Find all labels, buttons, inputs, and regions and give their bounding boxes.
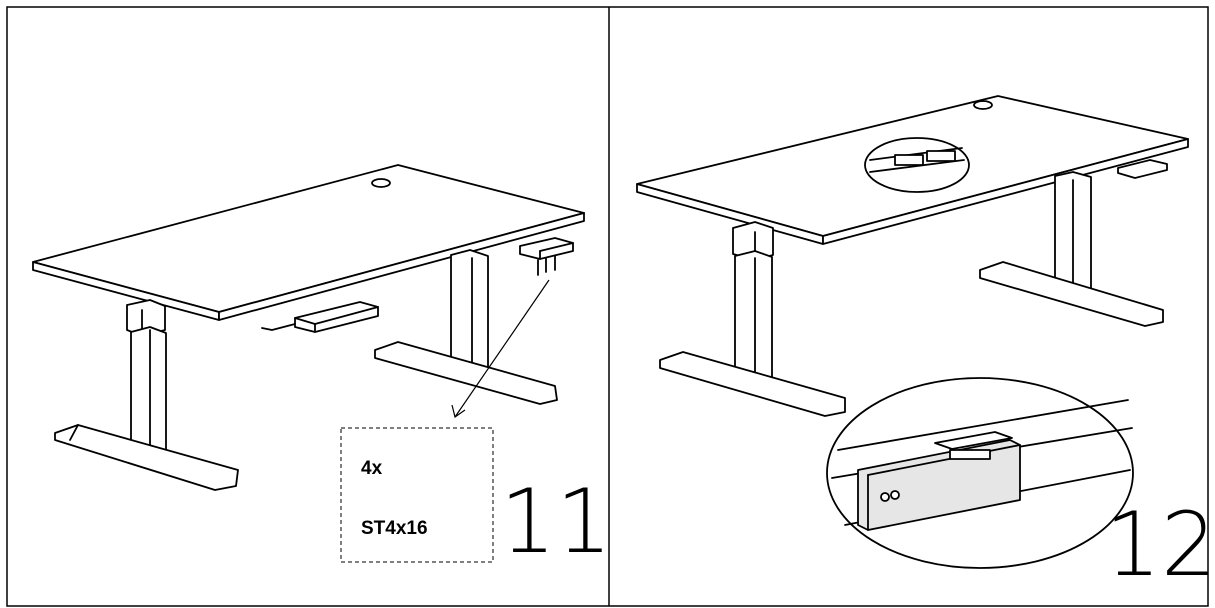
step-number-12: 12 <box>1105 493 1215 596</box>
step-11-illustration <box>32 164 585 491</box>
right-leg <box>374 249 558 405</box>
hardware-box: 4x ST4x16 <box>340 427 494 563</box>
hardware-quantity: 4x <box>361 458 383 479</box>
step-number-11: 11 <box>500 470 612 573</box>
control-box <box>261 301 379 333</box>
desktop-panel <box>32 164 585 321</box>
detail-circle-large <box>826 377 1134 569</box>
left-leg <box>54 299 239 491</box>
grommet-hole <box>371 178 391 188</box>
left-leg <box>659 221 846 417</box>
callout-arrow <box>451 279 550 418</box>
step-12-illustration <box>636 95 1189 569</box>
hardware-code: ST4x16 <box>361 518 428 539</box>
handset-controller <box>1117 159 1168 179</box>
right-leg <box>979 171 1164 327</box>
table-frame <box>6 6 1209 607</box>
handset-controller <box>519 237 574 276</box>
detail-circle-small <box>864 137 970 193</box>
grommet-hole <box>973 100 993 110</box>
